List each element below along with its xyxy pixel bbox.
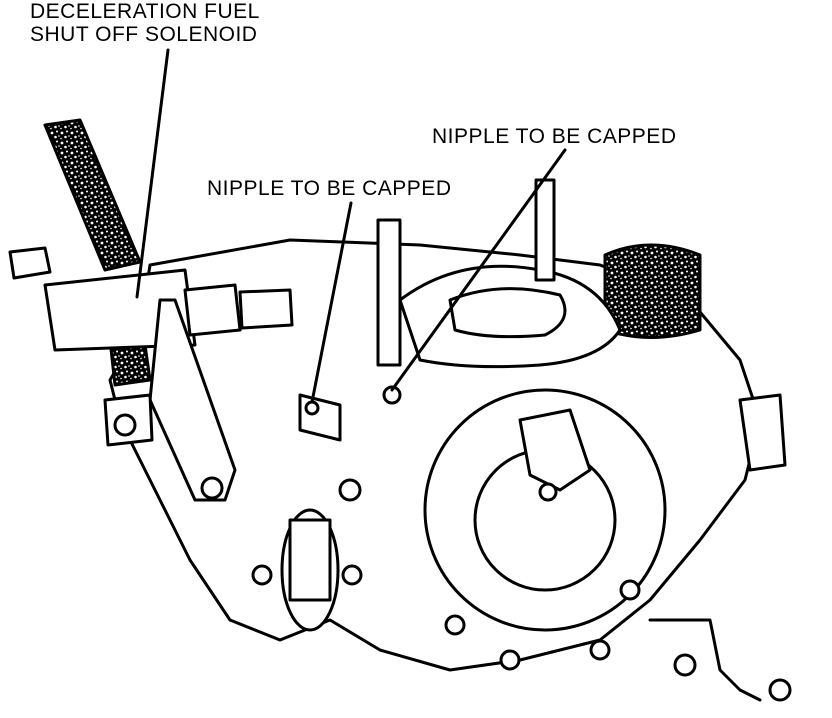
solenoid-connector xyxy=(8,246,52,280)
screw xyxy=(338,478,362,502)
solenoid-label-line2: SHUT OFF SOLENOID xyxy=(30,23,258,46)
side-fitting-bolt xyxy=(113,413,137,437)
air-cleaner-mount-right xyxy=(603,243,702,339)
choke-rod xyxy=(376,218,402,367)
side-fitting-right xyxy=(738,393,787,472)
screw xyxy=(589,639,611,661)
screw xyxy=(499,649,521,671)
linkage-inner xyxy=(448,287,567,339)
solenoid-fitting xyxy=(238,288,294,330)
screw xyxy=(200,476,224,500)
nipple-label-right: NIPPLE TO BE CAPPED xyxy=(432,125,677,148)
nipple-right-cap xyxy=(382,385,402,405)
leader-line-nipple-right xyxy=(390,148,567,392)
leader-line-solenoid xyxy=(135,48,170,299)
screw xyxy=(444,614,466,636)
adjust-rod xyxy=(534,178,556,282)
nipple-left-cap xyxy=(304,400,320,416)
accelerator-pump xyxy=(288,518,332,602)
vacuum-hose-left xyxy=(43,118,142,272)
nipple-label-left: NIPPLE TO BE CAPPED xyxy=(207,177,452,200)
leader-line-nipple-left xyxy=(310,201,353,404)
throttle-lever xyxy=(518,408,592,492)
throttle-spindle xyxy=(538,482,558,502)
screw xyxy=(619,579,641,601)
linkage-arm-right xyxy=(648,618,762,702)
linkage-end-bolt xyxy=(673,653,697,677)
solenoid-tip xyxy=(183,283,242,337)
screw xyxy=(251,564,273,586)
linkage-end-bolt-2 xyxy=(768,678,792,702)
screw xyxy=(341,564,363,586)
solenoid-label-line1: DECELERATION FUEL xyxy=(30,0,260,23)
